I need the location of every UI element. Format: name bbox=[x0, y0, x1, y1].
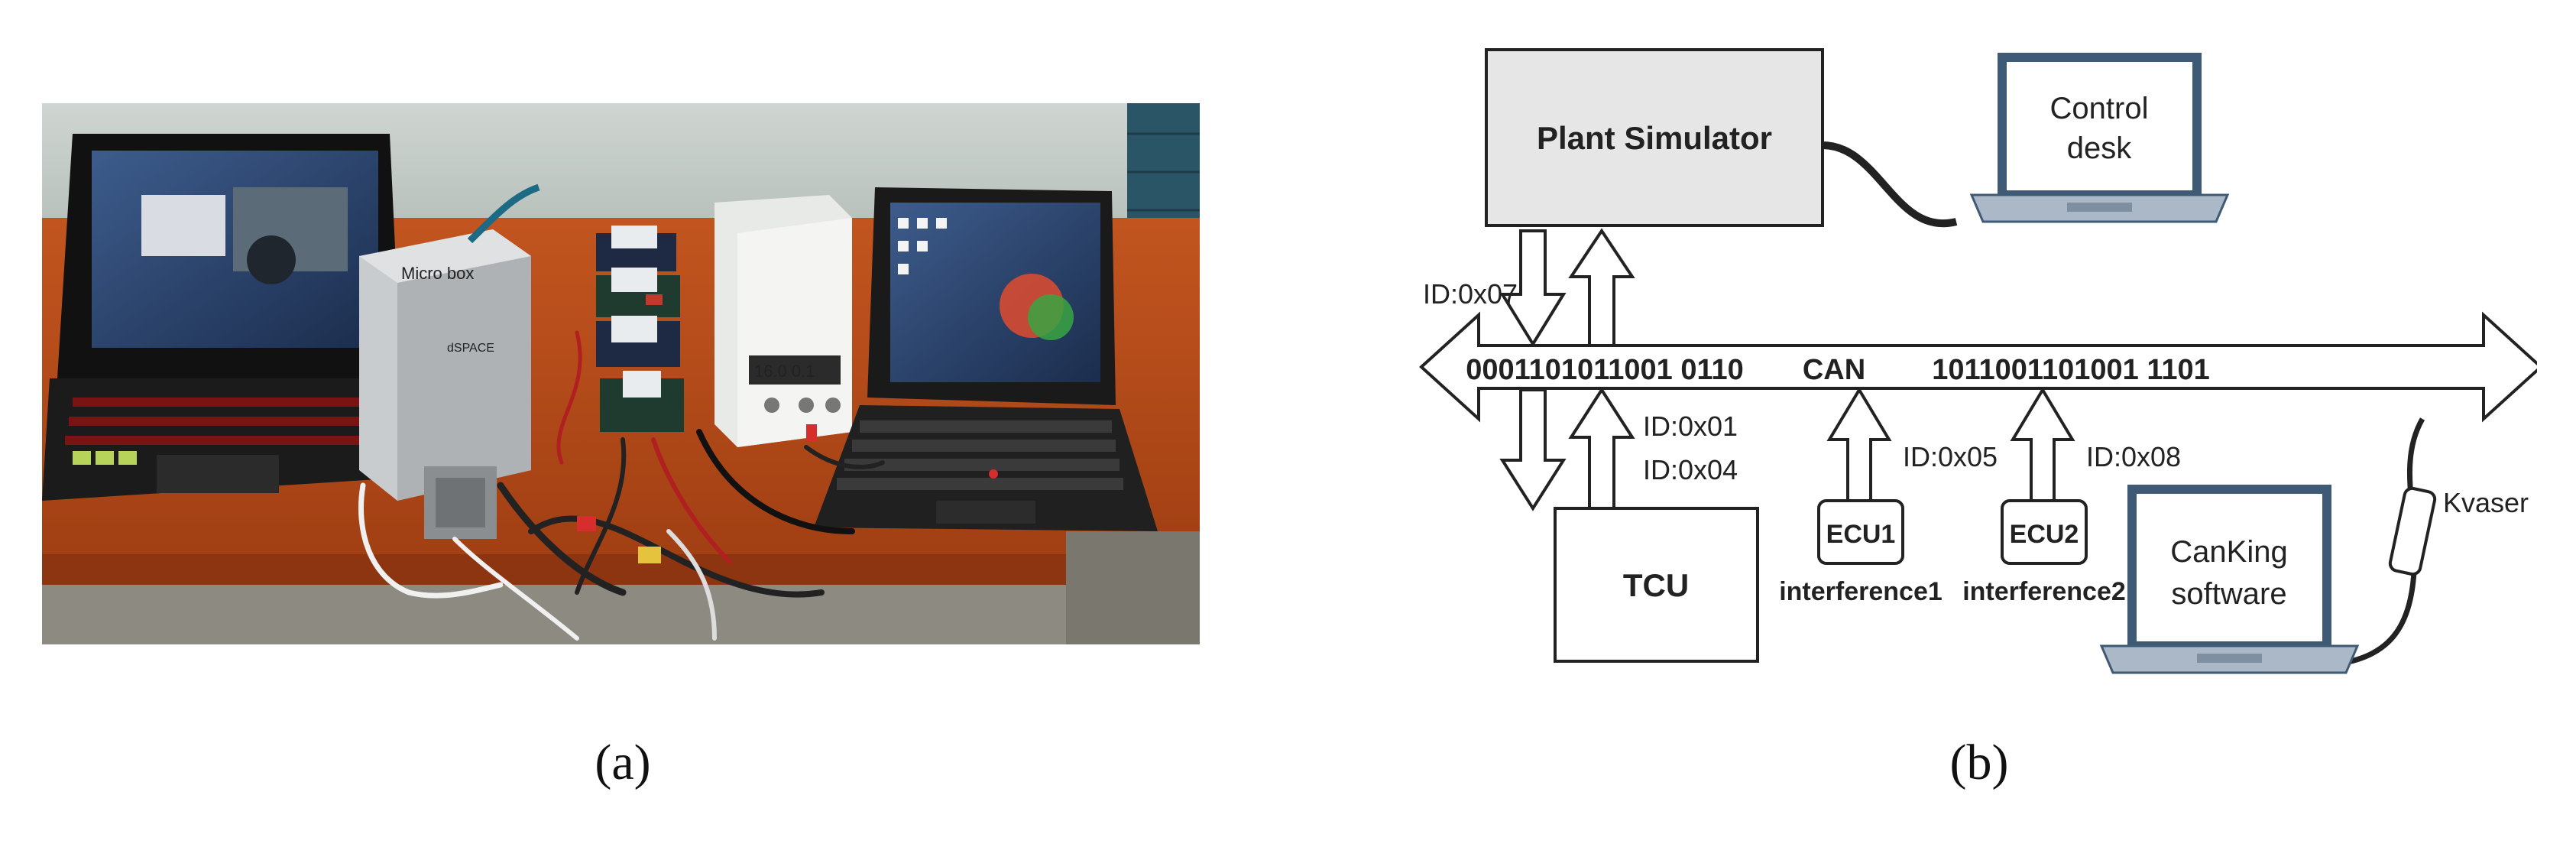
tcu-label: TCU bbox=[1623, 567, 1689, 603]
psu-display: 16.0 0.1 bbox=[754, 362, 815, 381]
id-ecu1: ID:0x05 bbox=[1903, 441, 1998, 472]
plant-tx-arrow bbox=[1499, 229, 1567, 347]
bus-bits-left: 0001101011001 0110 bbox=[1466, 354, 1744, 386]
ecu1-box bbox=[1817, 499, 1904, 565]
cables bbox=[358, 330, 885, 641]
interference2-label: interference2 bbox=[1962, 577, 2126, 606]
caption-a: (a) bbox=[595, 735, 651, 790]
bus-label-can: CAN bbox=[1803, 354, 1865, 386]
control-desk-label-line2: desk bbox=[2067, 131, 2132, 165]
control-desk-label-line1: Control bbox=[2050, 92, 2149, 125]
plant-simulator-label: Plant Simulator bbox=[1537, 120, 1772, 156]
ecu2-box bbox=[2001, 499, 2088, 565]
kvaser-label: Kvaser bbox=[2443, 487, 2529, 518]
right-laptop bbox=[814, 187, 1158, 531]
box-logo-text: Micro box bbox=[401, 264, 474, 283]
tcu-box bbox=[1554, 507, 1759, 663]
id-ecu2: ID:0x08 bbox=[2086, 441, 2181, 472]
bus-bits-right: 1011001101001 1101 bbox=[1932, 354, 2210, 386]
ecu2-tx-arrow bbox=[2010, 387, 2075, 502]
kvaser-adapter bbox=[2388, 486, 2437, 576]
id-plant: ID:0x07 bbox=[1423, 278, 1518, 310]
ecu1-label: ECU1 bbox=[1826, 520, 1896, 549]
tcu-rx-arrow bbox=[1499, 388, 1567, 511]
ecu2-label: ECU2 bbox=[2010, 520, 2079, 549]
table-edge bbox=[42, 554, 1200, 585]
left-laptop bbox=[42, 134, 409, 501]
control-desk-laptop bbox=[1969, 53, 2230, 223]
caption-b: (b) bbox=[1949, 735, 2009, 790]
can-bus-diagram: Plant Simulator Control desk 00011010110… bbox=[1419, 48, 2537, 674]
id-tcu-2: ID:0x04 bbox=[1643, 454, 1738, 485]
microautobox: Micro box dSPACE bbox=[359, 183, 540, 539]
interference1-label: interference1 bbox=[1779, 577, 1943, 606]
circuit-boards bbox=[596, 226, 684, 432]
plant-to-control-desk-cable bbox=[1822, 141, 1958, 228]
id-tcu-1: ID:0x01 bbox=[1643, 411, 1738, 442]
canking-label-line1: CanKing bbox=[2170, 535, 2287, 569]
canking-label-line2: software bbox=[2171, 577, 2286, 611]
canking-laptop bbox=[2099, 485, 2360, 674]
power-supply: 16.0 0.1 bbox=[714, 195, 852, 447]
can-bus-arrow bbox=[1419, 311, 2537, 423]
test-bench-photo: Micro box dSPACE 16.0 0.1 bbox=[42, 103, 1200, 644]
plant-rx-arrow bbox=[1568, 228, 1635, 347]
ecu1-tx-arrow bbox=[1826, 387, 1892, 502]
tcu-tx-arrow bbox=[1568, 387, 1635, 510]
plant-simulator-box bbox=[1485, 48, 1824, 227]
box-brand: dSPACE bbox=[447, 342, 494, 355]
